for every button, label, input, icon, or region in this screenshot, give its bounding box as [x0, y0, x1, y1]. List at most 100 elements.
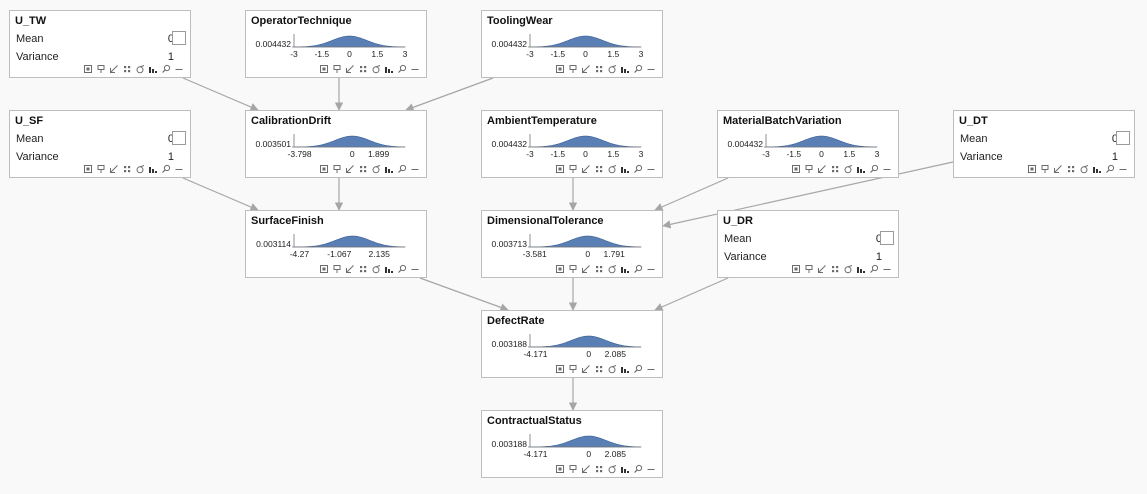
arrow-icon[interactable]	[109, 64, 119, 74]
magnify-icon[interactable]	[161, 164, 171, 174]
grid-icon[interactable]	[1066, 164, 1076, 174]
box-icon[interactable]	[555, 64, 565, 74]
grid-icon[interactable]	[830, 264, 840, 274]
minus-icon[interactable]	[646, 64, 656, 74]
sigma-icon[interactable]	[843, 264, 853, 274]
magnify-icon[interactable]	[633, 64, 643, 74]
minus-icon[interactable]	[1118, 164, 1128, 174]
histogram-icon[interactable]	[384, 164, 394, 174]
histogram-icon[interactable]	[856, 164, 866, 174]
pin-icon[interactable]	[568, 264, 578, 274]
arrow-icon[interactable]	[581, 64, 591, 74]
magnify-icon[interactable]	[397, 164, 407, 174]
evidence-checkbox[interactable]	[172, 31, 186, 45]
pin-icon[interactable]	[568, 464, 578, 474]
pin-icon[interactable]	[96, 64, 106, 74]
histogram-icon[interactable]	[384, 264, 394, 274]
histogram-icon[interactable]	[1092, 164, 1102, 174]
sigma-icon[interactable]	[607, 264, 617, 274]
minus-icon[interactable]	[646, 464, 656, 474]
box-icon[interactable]	[791, 164, 801, 174]
box-icon[interactable]	[555, 464, 565, 474]
grid-icon[interactable]	[122, 64, 132, 74]
pin-icon[interactable]	[568, 64, 578, 74]
box-icon[interactable]	[555, 164, 565, 174]
arrow-icon[interactable]	[1053, 164, 1063, 174]
arrow-icon[interactable]	[345, 264, 355, 274]
arrow-icon[interactable]	[581, 464, 591, 474]
sigma-icon[interactable]	[135, 64, 145, 74]
pin-icon[interactable]	[804, 264, 814, 274]
evidence-checkbox[interactable]	[172, 131, 186, 145]
grid-icon[interactable]	[122, 164, 132, 174]
minus-icon[interactable]	[646, 364, 656, 374]
arrow-icon[interactable]	[581, 164, 591, 174]
pin-icon[interactable]	[332, 264, 342, 274]
grid-icon[interactable]	[594, 464, 604, 474]
pin-icon[interactable]	[568, 164, 578, 174]
histogram-icon[interactable]	[148, 164, 158, 174]
evidence-checkbox[interactable]	[880, 231, 894, 245]
grid-icon[interactable]	[358, 164, 368, 174]
sigma-icon[interactable]	[607, 364, 617, 374]
evidence-checkbox[interactable]	[1116, 131, 1130, 145]
magnify-icon[interactable]	[161, 64, 171, 74]
arrow-icon[interactable]	[109, 164, 119, 174]
grid-icon[interactable]	[594, 64, 604, 74]
box-icon[interactable]	[83, 64, 93, 74]
box-icon[interactable]	[83, 164, 93, 174]
sigma-icon[interactable]	[371, 264, 381, 274]
sigma-icon[interactable]	[843, 164, 853, 174]
grid-icon[interactable]	[358, 264, 368, 274]
arrow-icon[interactable]	[345, 164, 355, 174]
magnify-icon[interactable]	[397, 264, 407, 274]
histogram-icon[interactable]	[148, 64, 158, 74]
box-icon[interactable]	[555, 264, 565, 274]
box-icon[interactable]	[319, 264, 329, 274]
pin-icon[interactable]	[1040, 164, 1050, 174]
minus-icon[interactable]	[410, 264, 420, 274]
minus-icon[interactable]	[410, 64, 420, 74]
magnify-icon[interactable]	[397, 64, 407, 74]
grid-icon[interactable]	[594, 364, 604, 374]
minus-icon[interactable]	[174, 164, 184, 174]
arrow-icon[interactable]	[345, 64, 355, 74]
sigma-icon[interactable]	[607, 64, 617, 74]
pin-icon[interactable]	[332, 164, 342, 174]
minus-icon[interactable]	[882, 264, 892, 274]
sigma-icon[interactable]	[607, 164, 617, 174]
arrow-icon[interactable]	[581, 264, 591, 274]
sigma-icon[interactable]	[135, 164, 145, 174]
magnify-icon[interactable]	[633, 264, 643, 274]
histogram-icon[interactable]	[620, 364, 630, 374]
sigma-icon[interactable]	[607, 464, 617, 474]
grid-icon[interactable]	[358, 64, 368, 74]
box-icon[interactable]	[1027, 164, 1037, 174]
arrow-icon[interactable]	[817, 164, 827, 174]
arrow-icon[interactable]	[581, 364, 591, 374]
histogram-icon[interactable]	[384, 64, 394, 74]
magnify-icon[interactable]	[869, 264, 879, 274]
minus-icon[interactable]	[646, 164, 656, 174]
minus-icon[interactable]	[882, 164, 892, 174]
pin-icon[interactable]	[568, 364, 578, 374]
box-icon[interactable]	[791, 264, 801, 274]
histogram-icon[interactable]	[620, 264, 630, 274]
box-icon[interactable]	[319, 164, 329, 174]
histogram-icon[interactable]	[620, 64, 630, 74]
box-icon[interactable]	[319, 64, 329, 74]
arrow-icon[interactable]	[817, 264, 827, 274]
